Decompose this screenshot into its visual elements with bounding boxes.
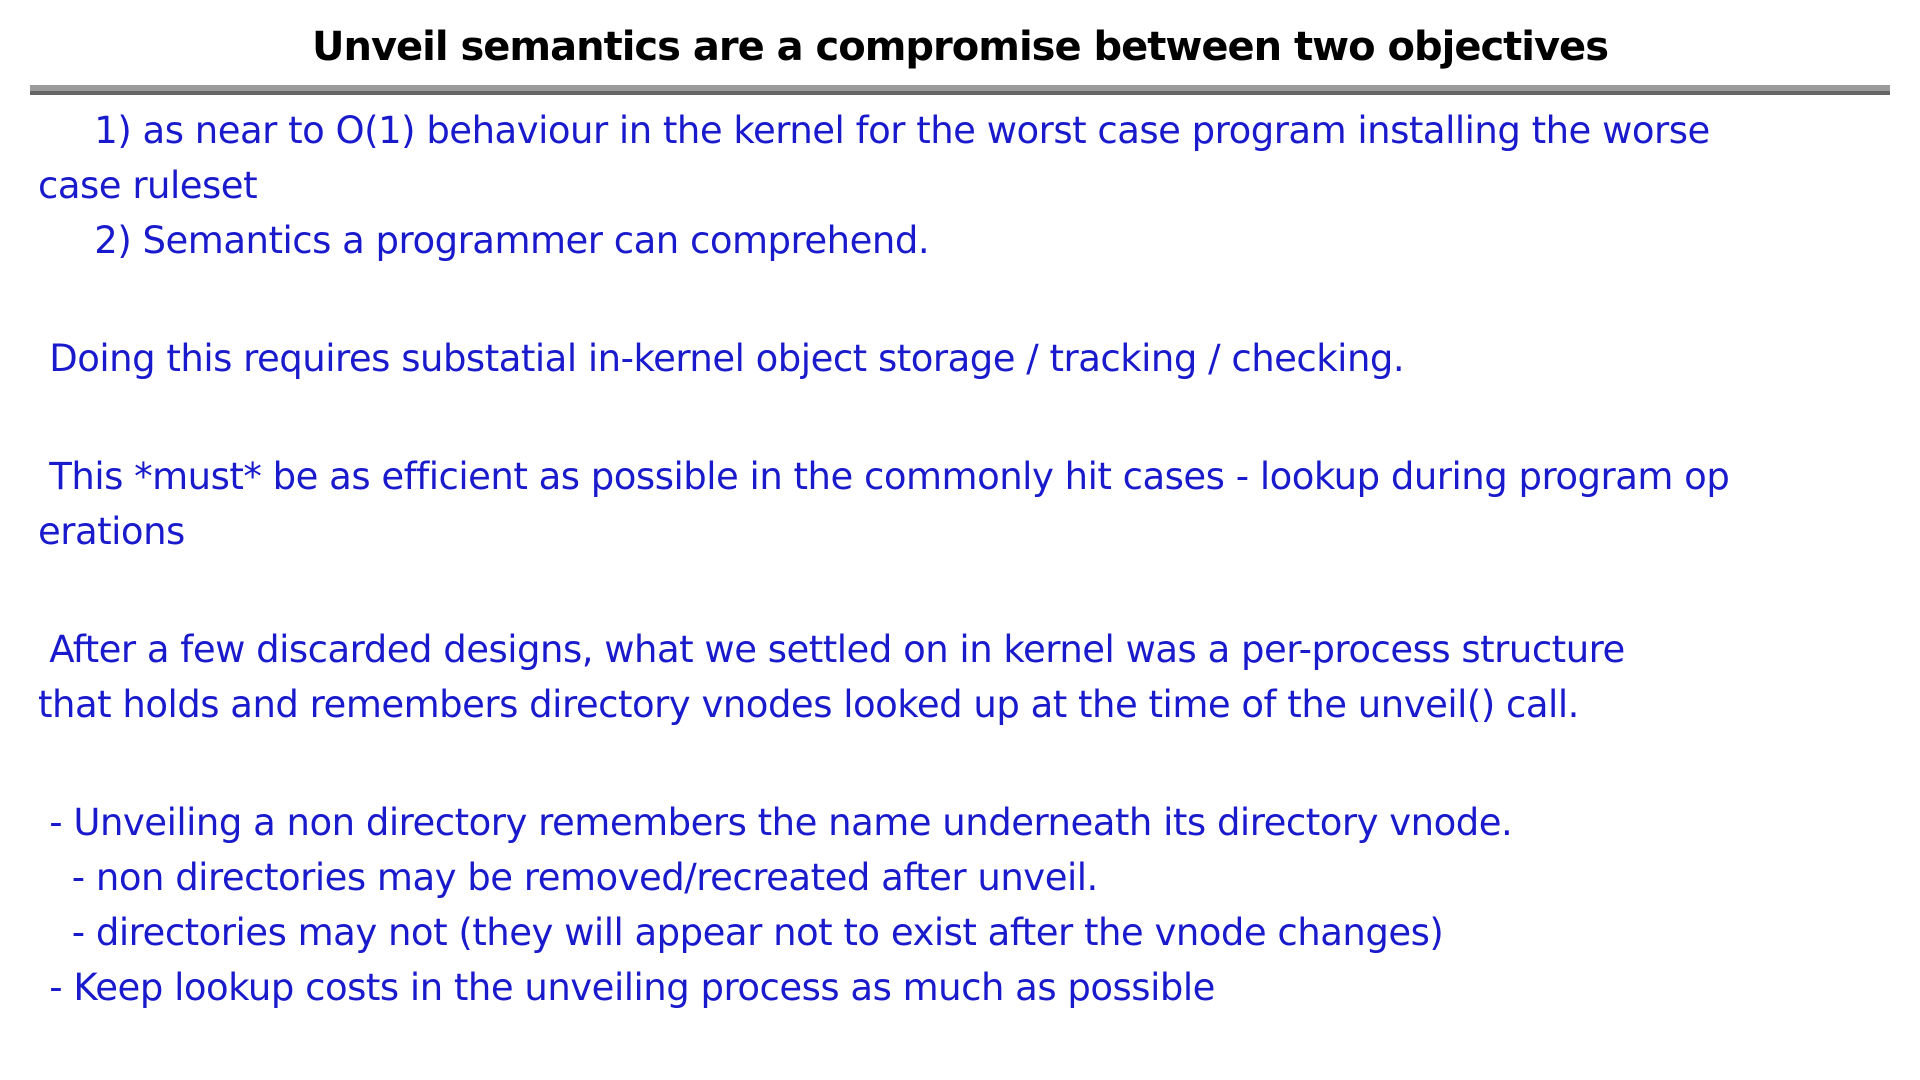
body-line: After a few discarded designs, what we s… bbox=[38, 628, 1625, 671]
body-line: 2) Semantics a programmer can comprehend… bbox=[38, 219, 930, 262]
body-line: erations bbox=[38, 510, 185, 553]
body-line bbox=[38, 386, 1920, 449]
body-line: This *must* be as efficient as possible … bbox=[38, 455, 1730, 498]
body-line: Doing this requires substatial in-kernel… bbox=[38, 337, 1405, 380]
title-rule bbox=[30, 85, 1890, 95]
slide-body: 1) as near to O(1) behaviour in the kern… bbox=[0, 95, 1920, 1015]
body-line: - directories may not (they will appear … bbox=[38, 911, 1444, 954]
body-line: case ruleset bbox=[38, 164, 258, 207]
body-line: - Keep lookup costs in the unveiling pro… bbox=[38, 966, 1215, 1009]
body-line bbox=[38, 268, 1920, 331]
body-line: 1) as near to O(1) behaviour in the kern… bbox=[38, 109, 1710, 152]
body-line: - non directories may be removed/recreat… bbox=[38, 856, 1099, 899]
body-line bbox=[38, 732, 1920, 795]
body-line: - Unveiling a non directory remembers th… bbox=[38, 801, 1513, 844]
body-line bbox=[38, 559, 1920, 622]
body-line: that holds and remembers directory vnode… bbox=[38, 683, 1579, 726]
slide-title: Unveil semantics are a compromise betwee… bbox=[311, 24, 1609, 70]
